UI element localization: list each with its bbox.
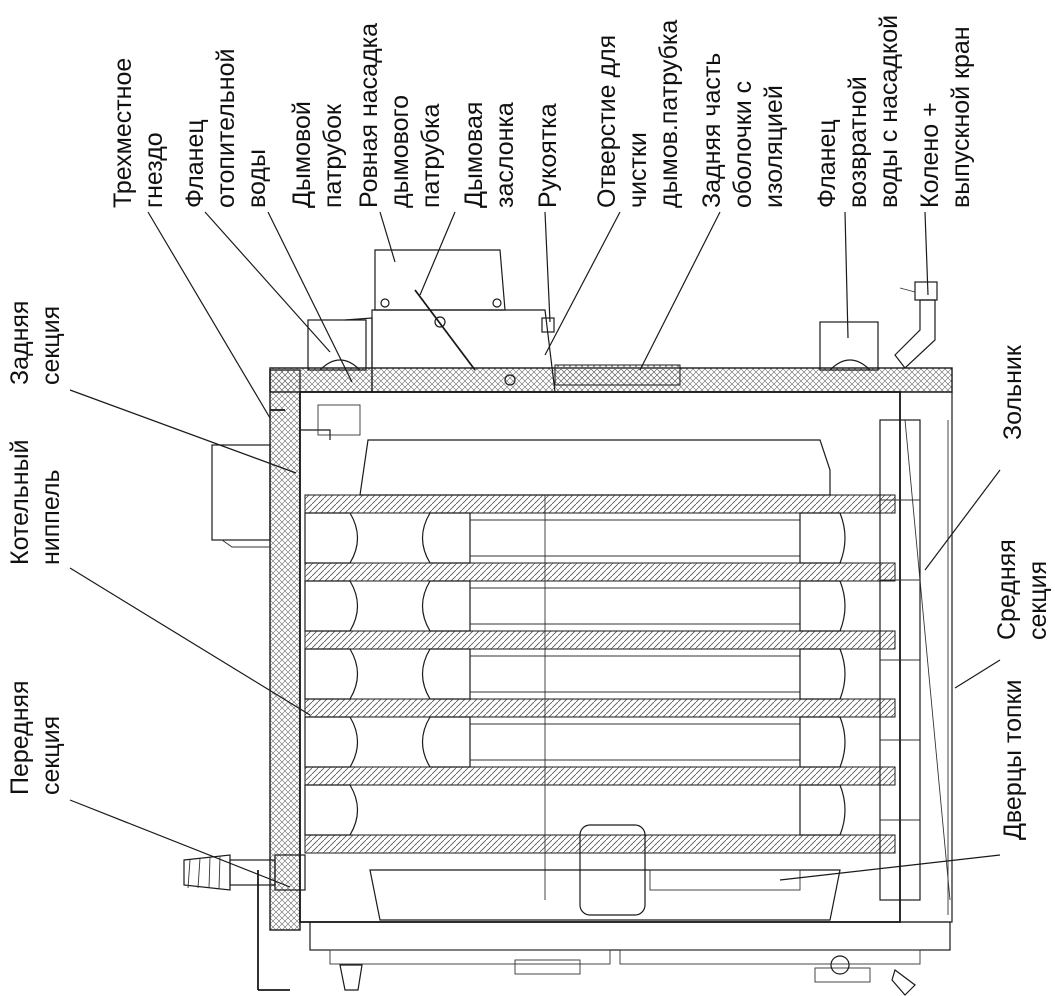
svg-text:Рукоятка: Рукоятка — [534, 103, 562, 208]
front-insulation-wall — [269, 369, 301, 931]
svg-text:отопительной: отопительной — [212, 49, 240, 208]
leader-boiler-nipple — [69, 567, 311, 716]
label-three-way-socket: Трехместное гнездо — [109, 58, 168, 208]
label-flue-pipe: Дымовой патрубок — [288, 101, 347, 208]
svg-text:воды: воды — [243, 149, 271, 208]
svg-text:патрубка: патрубка — [417, 103, 445, 208]
svg-text:секция: секция — [37, 716, 65, 795]
label-rear-section: Задняя секция — [6, 301, 65, 385]
label-cleaning-hole: Отверстие для чистки дымов.патрубка — [593, 20, 683, 208]
firebox — [369, 869, 841, 921]
base-plate — [309, 921, 951, 951]
svg-text:секция: секция — [1024, 561, 1052, 640]
leader-return-water-flange — [844, 211, 849, 339]
svg-text:Задняя: Задняя — [6, 301, 34, 385]
drain-elbow — [894, 299, 936, 369]
label-rear-casing: Задняя часть оболочки с изоляцией — [698, 53, 788, 208]
svg-text:оболочки с: оболочки с — [729, 81, 757, 208]
svg-text:Дымовая: Дымовая — [460, 102, 488, 208]
svg-text:заслонка: заслонка — [491, 102, 519, 208]
label-elbow-drain: Колено + выпускной кран — [916, 26, 975, 208]
label-front-section: Передняя секция — [6, 680, 65, 795]
rear-chamber — [359, 439, 831, 496]
leader-lines — [69, 211, 1001, 888]
leader-rear-section — [69, 389, 297, 474]
svg-text:Ровная насадка: Ровная насадка — [355, 23, 383, 208]
label-heating-water-flange: Фланец отопительной воды — [181, 49, 271, 208]
label-flue-damper: Дымовая заслонка — [460, 102, 519, 208]
flue-nozzle-body — [374, 249, 506, 311]
svg-text:воды с насадкой: воды с насадкой — [875, 15, 903, 208]
leader-cleaning-hole — [544, 211, 621, 356]
svg-text:Передняя: Передняя — [6, 680, 34, 795]
leader-front-section — [69, 799, 291, 888]
boiler-body — [183, 249, 953, 996]
leader-elbow-drain — [924, 211, 929, 296]
leader-ash-pan — [924, 469, 1001, 571]
label-boiler-nipple: Котельный ниппель — [6, 439, 65, 565]
svg-text:чистки: чистки — [624, 132, 652, 208]
firebox-door-frame — [579, 824, 646, 916]
svg-text:секция: секция — [37, 306, 65, 385]
svg-text:изоляцией: изоляцией — [760, 85, 788, 208]
svg-text:Фланец: Фланец — [813, 119, 841, 208]
label-ash-pan: Зольник — [999, 344, 1027, 440]
leader-three-way-socket — [147, 211, 271, 419]
leader-rear-casing — [639, 211, 721, 371]
leader-handle — [544, 211, 551, 323]
svg-text:патрубок: патрубок — [319, 103, 347, 208]
leader-flue-pipe — [267, 211, 353, 383]
svg-text:Колено +: Колено + — [916, 102, 944, 208]
heating-water-flange-body — [307, 319, 367, 371]
svg-text:Дверцы топки: Дверцы топки — [999, 680, 1027, 841]
label-return-water-flange: Фланец возвратной воды с насадкой — [813, 15, 903, 208]
label-flue-nozzle: Ровная насадка дымового патрубка — [355, 23, 445, 208]
svg-text:Дымовой: Дымовой — [288, 101, 316, 208]
svg-text:Зольник: Зольник — [999, 344, 1027, 440]
section-chambers — [304, 494, 896, 854]
leader-heating-water-flange — [204, 211, 331, 353]
label-firebox-door: Дверцы топки — [999, 680, 1027, 841]
leader-middle-section — [954, 659, 1001, 689]
svg-text:Трехместное: Трехместное — [109, 58, 137, 208]
left-nipples — [304, 512, 359, 836]
leader-flue-nozzle — [379, 211, 396, 263]
label-handle: Рукоятка — [534, 103, 562, 208]
svg-text:Средняя: Средняя — [993, 539, 1021, 640]
handle-knob — [541, 317, 555, 333]
svg-text:Котельный: Котельный — [6, 439, 34, 565]
svg-text:ниппель: ниппель — [37, 469, 65, 565]
svg-text:Отверстие для: Отверстие для — [593, 35, 621, 208]
svg-text:Фланец: Фланец — [181, 119, 209, 208]
svg-text:дымового: дымового — [386, 95, 414, 208]
label-middle-section: Средняя секция — [993, 539, 1052, 640]
svg-text:дымов.патрубка: дымов.патрубка — [655, 20, 683, 208]
svg-text:выпускной кран: выпускной кран — [947, 26, 975, 208]
leader-firebox-door — [779, 854, 1001, 881]
return-water-flange-body — [819, 321, 879, 371]
svg-text:гнездо: гнездо — [140, 132, 168, 208]
right-nipples — [799, 512, 846, 836]
flue-damper-plate — [414, 289, 476, 371]
leader-flue-damper — [419, 211, 456, 296]
svg-text:Задняя часть: Задняя часть — [698, 53, 726, 208]
thermometer-box — [211, 444, 271, 541]
svg-text:возвратной: возвратной — [844, 76, 872, 208]
fin-tubes — [421, 495, 800, 900]
